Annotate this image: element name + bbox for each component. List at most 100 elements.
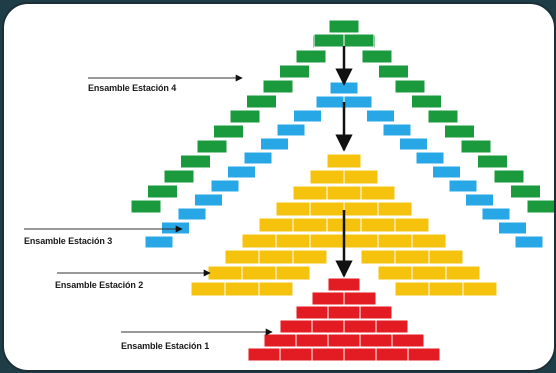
- green-brick: [180, 154, 211, 169]
- green-brick: [427, 109, 459, 124]
- blue-brick: [210, 179, 240, 193]
- yellow-brick: [360, 249, 396, 265]
- yellow-brick: [326, 185, 362, 201]
- green-brick: [163, 169, 195, 184]
- blue-brick: [399, 137, 428, 151]
- green-brick: [279, 64, 310, 79]
- red-brick: [391, 333, 425, 348]
- yellow-brick: [360, 185, 396, 201]
- yellow-brick: [445, 265, 481, 281]
- red-brick: [327, 333, 361, 348]
- yellow-brick: [309, 233, 345, 249]
- red-brick: [295, 333, 329, 348]
- yellow-brick: [428, 249, 464, 265]
- yellow-brick: [377, 201, 413, 217]
- yellow-brick: [275, 201, 311, 217]
- red-brick: [279, 347, 313, 362]
- blue-brick: [415, 151, 445, 165]
- yellow-brick: [428, 281, 464, 297]
- label-station-3: Ensamble Estación 3: [24, 236, 113, 246]
- green-brick: [444, 124, 475, 139]
- yellow-brick: [258, 249, 294, 265]
- green-brick: [229, 109, 261, 124]
- yellow-brick: [241, 233, 277, 249]
- green-brick: [328, 19, 360, 34]
- blue-brick: [144, 235, 174, 249]
- red-brick: [311, 347, 345, 362]
- yellow-brick: [224, 281, 260, 297]
- red-brick: [343, 347, 377, 362]
- yellow-brick: [258, 281, 294, 297]
- green-brick: [361, 49, 393, 64]
- blue-brick: [498, 221, 527, 235]
- blue-brick: [343, 95, 373, 109]
- yellow-brick: [377, 233, 413, 249]
- green-brick: [196, 139, 228, 154]
- blue-brick: [276, 123, 306, 137]
- yellow-brick: [207, 265, 243, 281]
- blue-brick: [243, 151, 273, 165]
- green-brick: [130, 199, 162, 214]
- label-station-1: Ensamble Estación 1: [121, 341, 210, 351]
- blue-brick: [293, 109, 322, 123]
- yellow-brick: [411, 233, 447, 249]
- red-brick: [263, 333, 297, 348]
- pyramid-diagram: [24, 19, 554, 362]
- yellow-brick: [224, 249, 260, 265]
- yellow-brick: [343, 201, 379, 217]
- blue-brick: [481, 207, 511, 221]
- green-brick: [262, 79, 294, 94]
- red-brick: [375, 347, 409, 362]
- blue-brick: [194, 193, 223, 207]
- yellow-brick: [377, 265, 413, 281]
- green-brick: [213, 124, 244, 139]
- green-brick: [394, 79, 426, 94]
- yellow-brick: [326, 153, 362, 169]
- yellow-brick: [343, 233, 379, 249]
- yellow-brick: [394, 249, 430, 265]
- red-brick: [247, 347, 281, 362]
- red-brick: [279, 319, 313, 334]
- green-brick: [411, 94, 442, 109]
- blue-brick: [514, 235, 544, 249]
- blue-brick: [382, 123, 412, 137]
- green-brick: [313, 33, 345, 48]
- yellow-brick: [360, 217, 396, 233]
- blue-brick: [432, 165, 461, 179]
- red-brick: [295, 305, 329, 320]
- red-brick: [359, 333, 393, 348]
- green-brick: [343, 33, 375, 48]
- yellow-brick: [258, 217, 294, 233]
- yellow-brick: [462, 281, 498, 297]
- green-brick: [460, 139, 492, 154]
- yellow-brick: [394, 217, 430, 233]
- green-brick: [246, 94, 277, 109]
- green-brick: [477, 154, 508, 169]
- red-brick: [311, 319, 345, 334]
- yellow-brick: [309, 201, 345, 217]
- blue-brick: [315, 95, 345, 109]
- blue-brick: [177, 207, 207, 221]
- label-station-4: Ensamble Estación 4: [88, 83, 177, 93]
- blue-brick: [448, 179, 478, 193]
- yellow-brick: [309, 169, 345, 185]
- yellow-brick: [241, 265, 277, 281]
- red-brick: [311, 291, 345, 306]
- red-brick: [375, 319, 409, 334]
- yellow-brick: [275, 233, 311, 249]
- green-brick: [147, 184, 178, 199]
- green-brick: [493, 169, 525, 184]
- blue-brick: [227, 165, 256, 179]
- yellow-brick: [292, 185, 328, 201]
- blue-brick: [161, 221, 190, 235]
- green-brick: [295, 49, 327, 64]
- red-brick: [343, 319, 377, 334]
- yellow-brick: [394, 281, 430, 297]
- blue-brick: [366, 109, 395, 123]
- red-brick: [359, 305, 393, 320]
- yellow-brick: [343, 169, 379, 185]
- blue-brick: [260, 137, 289, 151]
- red-brick: [327, 305, 361, 320]
- red-brick: [343, 291, 377, 306]
